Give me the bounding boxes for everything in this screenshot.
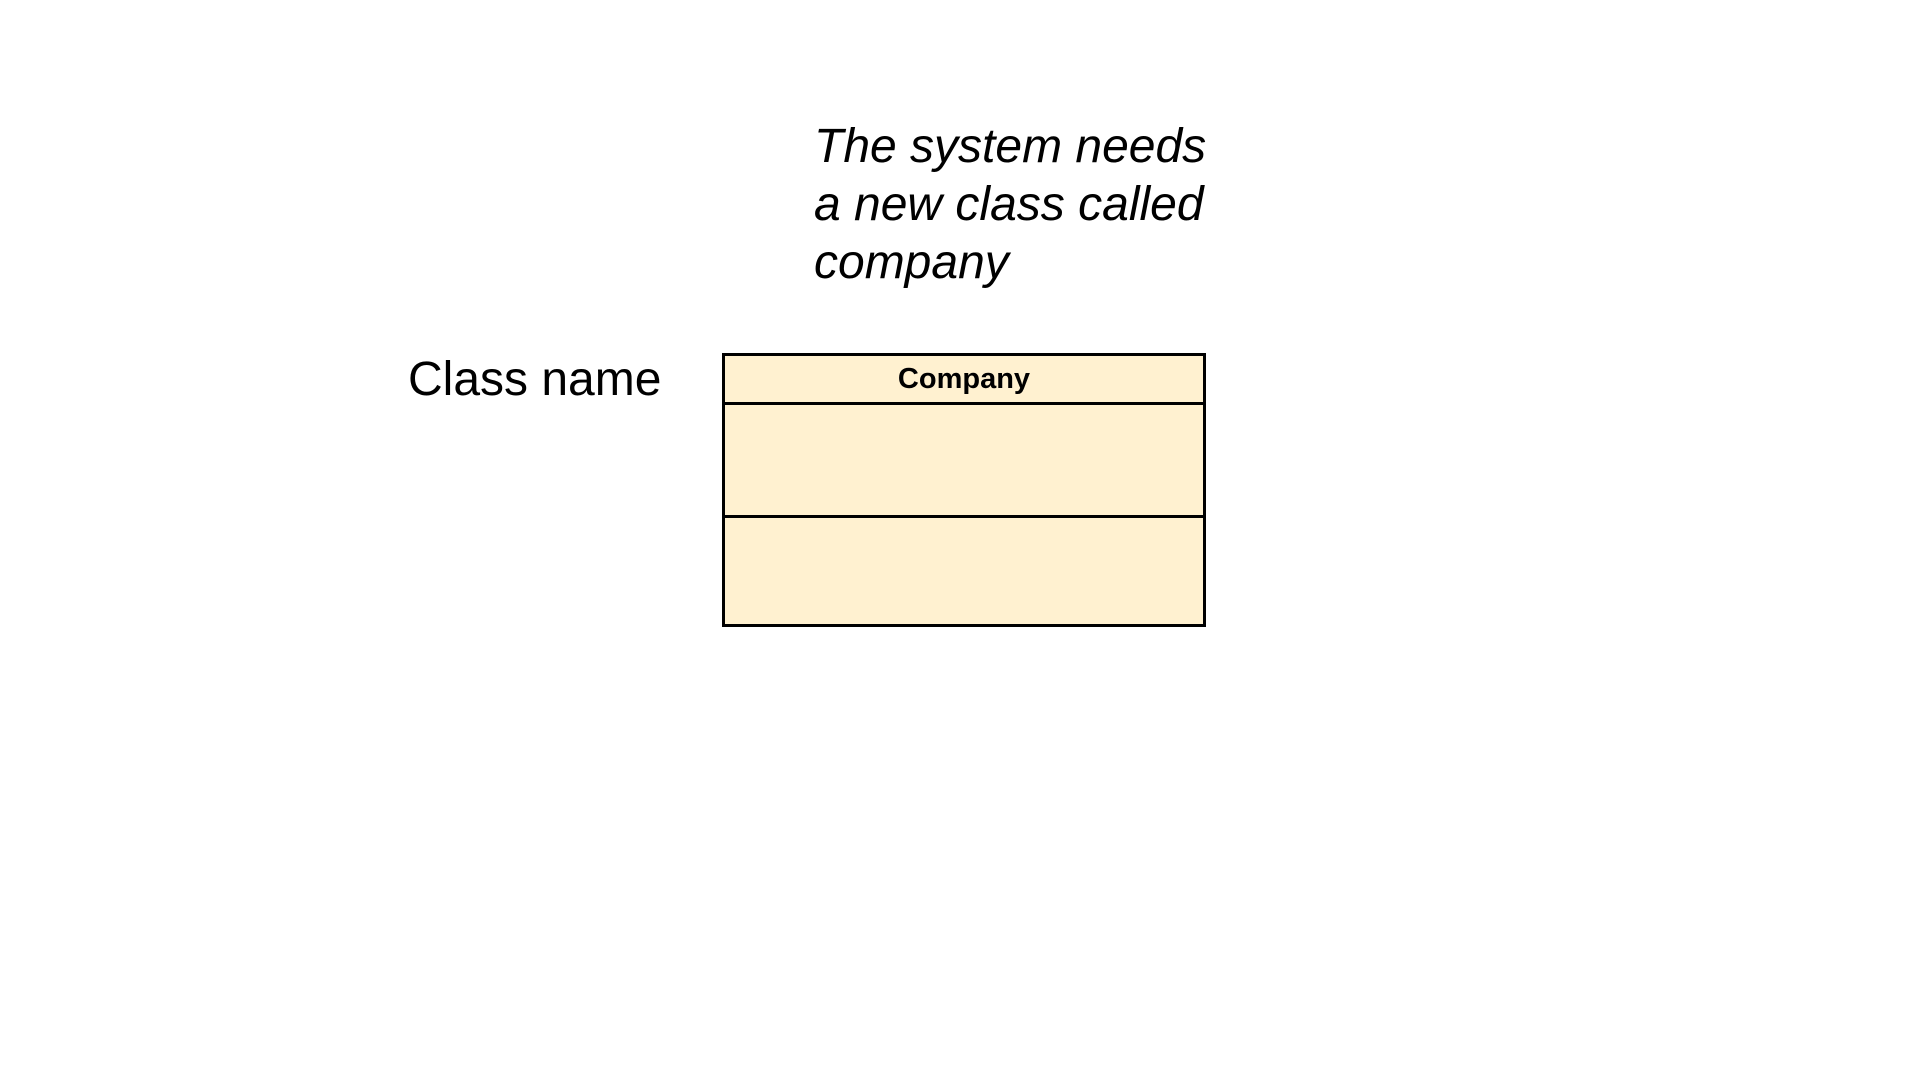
class-name-label: Class name [408,353,662,406]
uml-class-box: Company [722,353,1206,627]
requirement-note-line-2: a new class called [814,178,1204,231]
uml-attributes-compartment [725,405,1203,518]
uml-class-name-compartment: Company [725,356,1203,405]
requirement-note: The system needs a new class called comp… [814,118,1274,292]
uml-class-name: Company [897,362,1031,395]
requirement-note-line-3: company [814,236,1009,289]
uml-operations-compartment [725,518,1203,624]
requirement-note-line-1: The system needs [814,120,1207,173]
